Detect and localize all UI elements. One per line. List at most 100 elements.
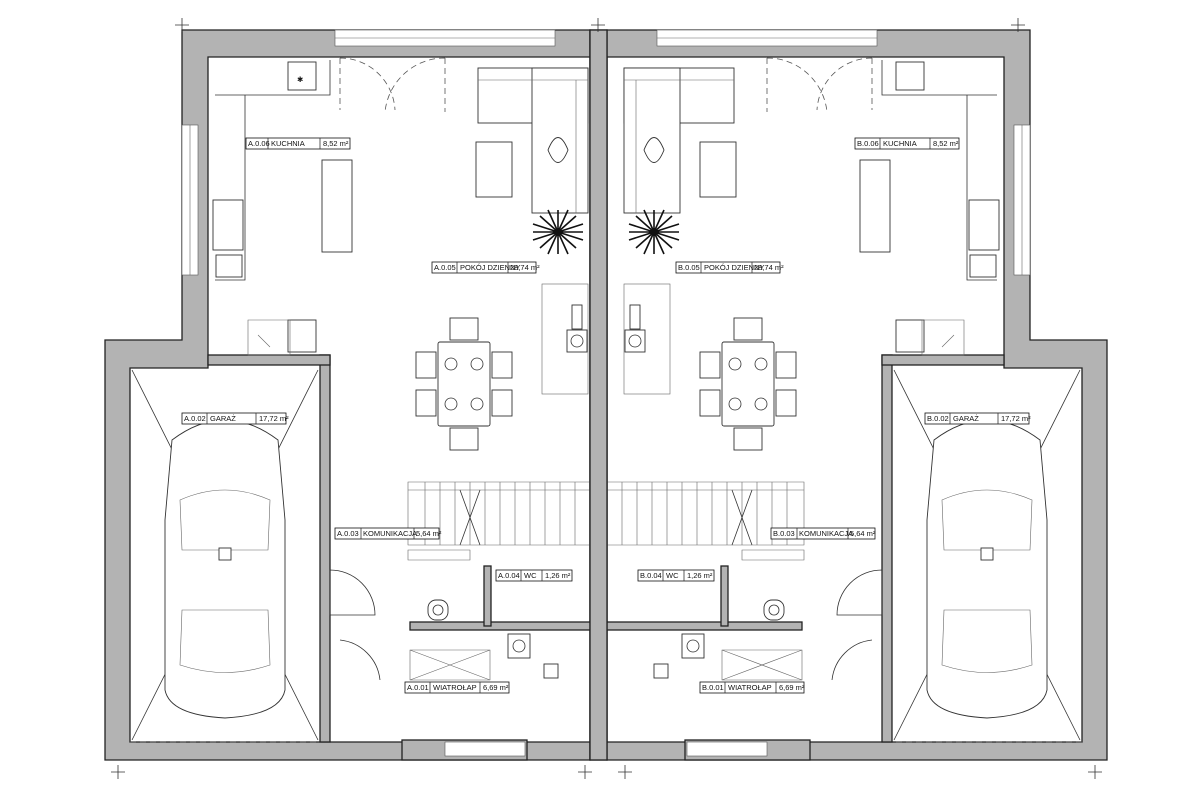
- room-name: POKÓJ DZIENNY: [460, 263, 520, 272]
- window-kitchen: [1013, 124, 1031, 276]
- chair: [415, 389, 437, 417]
- plant-icon: [628, 209, 680, 255]
- room-name: KOMUNIKACJA: [363, 529, 417, 538]
- room-name: GARAŻ: [210, 414, 236, 423]
- chair: [733, 427, 763, 451]
- wc-bottom-wall: [606, 621, 803, 631]
- room-label-vestibule-b: B.0.01 WIATROŁAP 6,69 m²: [699, 681, 805, 694]
- chair: [775, 351, 797, 379]
- room-label-wc-b: B.0.04 WC 1,26 m²: [637, 569, 715, 582]
- garage-door-swing[interactable]: [836, 569, 883, 616]
- room-label-corridor-a: A.0.03 KOMUNIKACJA 5,64 m²: [334, 527, 442, 540]
- chair: [449, 317, 479, 341]
- toilet: [763, 599, 785, 621]
- room-area: 5,64 m²: [850, 529, 876, 538]
- cushion-icon: [643, 137, 665, 163]
- island-tap: [571, 304, 583, 330]
- room-name: WC: [524, 571, 537, 580]
- car-icon: [893, 369, 1081, 741]
- island-hob: [566, 329, 588, 353]
- chair: [491, 389, 513, 417]
- sofa: [623, 67, 735, 214]
- lamp-icon: [653, 663, 669, 679]
- room-code: B.0.06: [857, 139, 879, 148]
- cooktop-icon: ✱: [297, 75, 304, 84]
- car-icon: [131, 369, 319, 741]
- unit-b-drawing: [606, 29, 1108, 761]
- room-name: KOMUNIKACJA: [799, 529, 853, 538]
- room-label-garage-a: A.0.02 GARAŻ 17,72 m²: [181, 412, 289, 425]
- kitchen-island: [623, 283, 671, 395]
- room-name: WIATROŁAP: [433, 683, 477, 692]
- room-code: A.0.06: [248, 139, 270, 148]
- armchair: [475, 141, 513, 198]
- chair: [449, 427, 479, 451]
- room-area: 8,52 m²: [933, 139, 959, 148]
- chair: [491, 351, 513, 379]
- wc-bottom-wall: [409, 621, 591, 631]
- chair: [699, 351, 721, 379]
- garage-top-wall: [207, 354, 331, 366]
- terrace-door-right-swing[interactable]: [766, 57, 828, 113]
- chair: [699, 389, 721, 417]
- sink-basin: [215, 254, 243, 278]
- sofa: [477, 67, 589, 214]
- terrace-door-left-swing[interactable]: [339, 57, 396, 111]
- terrace-door-right-swing[interactable]: [384, 57, 446, 113]
- garage-door-swing[interactable]: [329, 569, 376, 616]
- wc-side-wall: [483, 565, 492, 627]
- sink-basin: [969, 254, 997, 278]
- island-tap: [629, 304, 641, 330]
- chair: [775, 389, 797, 417]
- room-label-living-a: A.0.05 POKÓJ DZIENNY 28,74 m²: [431, 261, 540, 274]
- staircase: [407, 481, 591, 561]
- sink: [968, 199, 1000, 251]
- room-name: WC: [666, 571, 679, 580]
- fridge: [895, 319, 925, 353]
- cooktop: [895, 61, 925, 91]
- room-code: A.0.05: [434, 263, 456, 272]
- cooktop: [287, 61, 317, 91]
- room-label-kitchen-b: B.0.06 KUCHNIA 8,52 m²: [854, 137, 960, 150]
- kitchen-cabinet: [321, 159, 353, 253]
- lamp-icon: [543, 663, 559, 679]
- appliance-outline: [247, 319, 291, 356]
- garage-top-wall: [881, 354, 1005, 366]
- room-code: A.0.01: [407, 683, 429, 692]
- fridge: [287, 319, 317, 353]
- room-label-kitchen-a: A.0.06 KUCHNIA 8,52 m²: [245, 137, 351, 150]
- staircase: [606, 481, 805, 561]
- sink: [212, 199, 244, 251]
- boiler: [507, 633, 531, 659]
- cushion-icon: [547, 137, 569, 163]
- room-name: GARAŻ: [953, 414, 979, 423]
- kitchen-counter: [881, 60, 997, 281]
- vestibule-door-swing[interactable]: [831, 639, 873, 681]
- room-area: 8,52 m²: [323, 139, 349, 148]
- room-name: POKÓJ DZIENNY: [704, 263, 764, 272]
- party-wall-shared: [589, 29, 608, 761]
- room-area: 17,72 m²: [1001, 414, 1031, 423]
- room-area: 1,26 m²: [545, 571, 571, 580]
- kitchen-cabinet: [859, 159, 891, 253]
- room-label-garage-b: B.0.02 GARAŻ 17,72 m²: [924, 412, 1031, 425]
- vestibule-wardrobe: [409, 649, 491, 681]
- room-name: WIATROŁAP: [728, 683, 772, 692]
- room-area: 6,69 m²: [779, 683, 805, 692]
- island-hob: [624, 329, 646, 353]
- vestibule-wardrobe: [721, 649, 803, 681]
- room-code: A.0.03: [337, 529, 359, 538]
- dining-table: [415, 317, 513, 451]
- armchair: [699, 141, 737, 198]
- room-code: B.0.04: [640, 571, 662, 580]
- room-code: B.0.02: [927, 414, 949, 423]
- unit-b: B.0.06 KUCHNIA 8,52 m² B.0.05 POKÓJ DZIE…: [589, 29, 1108, 761]
- terrace-door-left-swing[interactable]: [816, 57, 873, 111]
- room-area: 1,26 m²: [687, 571, 713, 580]
- chair: [415, 351, 437, 379]
- vestibule-door-swing[interactable]: [339, 639, 381, 681]
- boiler: [681, 633, 705, 659]
- kitchen-island: [541, 283, 589, 395]
- toilet: [427, 599, 449, 621]
